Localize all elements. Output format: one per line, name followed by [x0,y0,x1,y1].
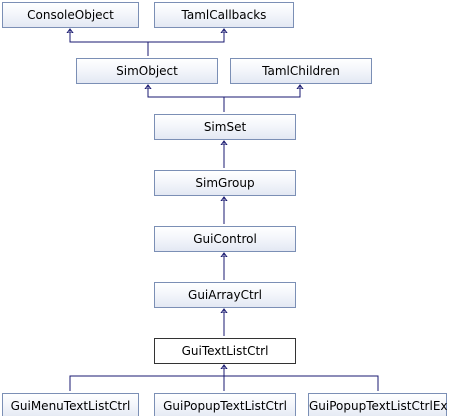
node-sim-object[interactable]: SimObject [76,58,218,84]
node-sim-set[interactable]: SimSet [154,114,296,140]
node-gui-popup-text-list-ctrl-ex[interactable]: GuiPopupTextListCtrlEx [308,393,448,416]
node-console-object[interactable]: ConsoleObject [2,2,139,28]
node-gui-array-ctrl[interactable]: GuiArrayCtrl [154,282,296,308]
edge-simobject-to-consoleobject [70,29,149,56]
edge-simobject-to-tamlcallbacks [148,29,224,43]
node-gui-text-list-ctrl-current: GuiTextListCtrl [154,338,296,364]
node-taml-children[interactable]: TamlChildren [230,58,372,84]
node-taml-callbacks[interactable]: TamlCallbacks [154,2,294,28]
node-gui-control[interactable]: GuiControl [154,226,296,252]
edge-simset-to-simobject [148,85,225,112]
node-sim-group[interactable]: SimGroup [154,170,296,196]
node-gui-popup-text-list-ctrl[interactable]: GuiPopupTextListCtrl [154,393,296,416]
edge-simset-to-tamlchildren [224,85,300,98]
node-gui-menu-text-list-ctrl[interactable]: GuiMenuTextListCtrl [2,393,139,416]
